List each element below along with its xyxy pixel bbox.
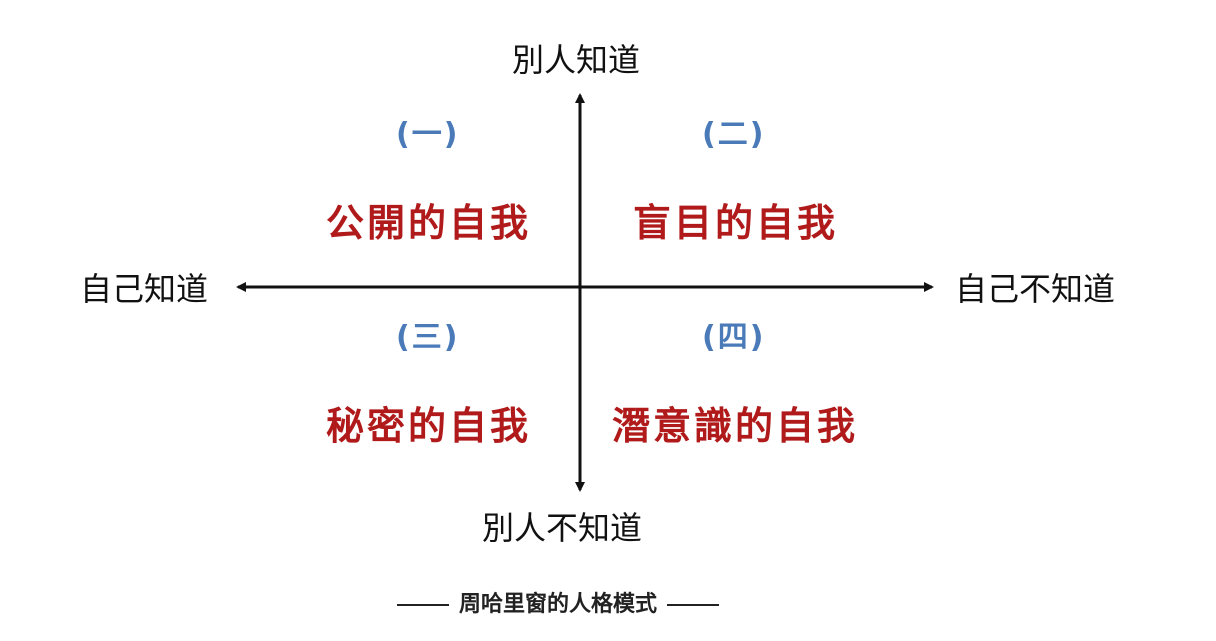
quadrant-1-number: (一): [396, 117, 460, 152]
caption-dash-left: [397, 604, 449, 606]
quadrant-4-number: (四): [702, 320, 766, 355]
quadrant-2-title: 盲目的自我: [633, 201, 839, 245]
axis-label-bottom: 別人不知道: [482, 509, 643, 547]
caption-dash-right: [667, 604, 720, 606]
axis-label-left: 自己知道: [80, 270, 209, 308]
caption: 周哈里窗的人格模式: [397, 592, 720, 617]
quadrant-3-number: (三): [396, 320, 460, 355]
quadrant-4-title: 潛意識的自我: [612, 404, 859, 448]
quadrant-1-title: 公開的自我: [326, 201, 532, 245]
axis-label-right: 自己不知道: [955, 270, 1116, 308]
quadrant-3-title: 秘密的自我: [326, 404, 532, 448]
axis-label-top: 別人知道: [512, 41, 641, 79]
quadrant-2-number: (二): [702, 117, 766, 152]
caption-text: 周哈里窗的人格模式: [459, 592, 658, 617]
